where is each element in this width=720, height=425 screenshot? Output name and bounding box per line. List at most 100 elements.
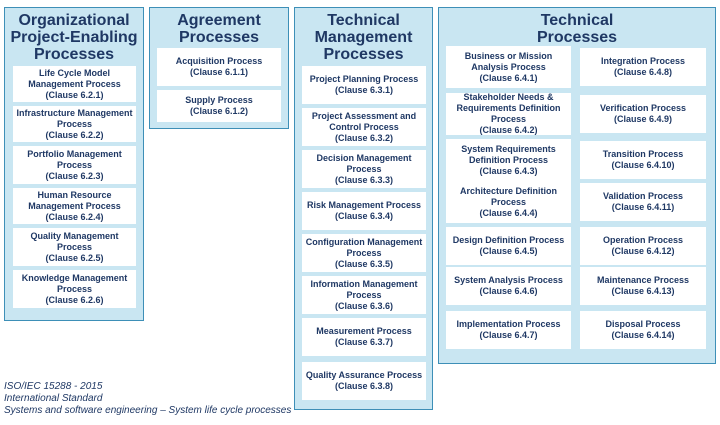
process-clause: (Clause 6.4.7)	[479, 330, 538, 340]
process-clause: (Clause 6.4.13)	[611, 286, 675, 296]
process-clause: (Clause 6.2.5)	[45, 252, 104, 263]
technical-management-processes-group: Technical Management Processes Project P…	[294, 7, 433, 410]
process-box-6-4-10: Transition Process (Clause 6.4.10)	[580, 141, 706, 179]
process-box-6-4-14: Disposal Process (Clause 6.4.14)	[580, 311, 706, 349]
standard-id: ISO/IEC 15288 - 2015	[4, 381, 103, 392]
process-box-6-4-13: Maintenance Process (Clause 6.4.13)	[580, 267, 706, 305]
standard-type: International Standard	[4, 393, 103, 404]
process-name: Transition Process	[602, 149, 684, 159]
process-name: Measurement Process	[316, 326, 412, 336]
process-name: Maintenance Process	[596, 275, 690, 285]
process-name: Quality Assurance Process	[305, 370, 423, 380]
process-name: Knowledge Management Process	[21, 272, 128, 294]
process-name: Supply Process	[185, 95, 253, 105]
process-box-6-4-9: Verification Process (Clause 6.4.9)	[580, 95, 706, 133]
process-clause: (Clause 6.4.1)	[479, 72, 538, 83]
process-box-6-4-1: Business or Mission Analysis Process (Cl…	[446, 46, 571, 88]
process-box-6-2-5: Quality Management Process (Clause 6.2.5…	[13, 228, 136, 266]
process-name: Acquisition Process	[175, 56, 263, 66]
title-line: Project-Enabling	[10, 29, 138, 46]
process-clause: (Clause 6.2.2)	[45, 129, 104, 140]
title-line: Processes	[323, 46, 404, 63]
process-box-6-4-5: Design Definition Process (Clause 6.4.5)	[446, 227, 571, 265]
process-name: System Analysis Process	[454, 275, 563, 285]
process-name: Integration Process	[600, 56, 686, 66]
organizational-project-enabling-group: Organizational Project-Enabling Processe…	[4, 7, 144, 321]
process-name: Configuration Management Process	[305, 236, 423, 258]
process-clause: (Clause 6.4.4)	[479, 207, 538, 218]
process-name: Project Assessment and Control Process	[311, 110, 417, 132]
process-box-6-4-6: System Analysis Process (Clause 6.4.6)	[446, 267, 571, 305]
title-line: Technical	[327, 12, 400, 29]
agreement-processes-group: Agreement Processes Acquisition Process …	[149, 7, 289, 129]
process-clause: (Clause 6.3.8)	[334, 381, 394, 391]
technical-group-title: Technical Processes	[439, 12, 715, 46]
process-name: Disposal Process	[605, 319, 681, 329]
process-box-6-1-1: Acquisition Process (Clause 6.1.1)	[157, 48, 281, 86]
process-box-6-4-11: Validation Process (Clause 6.4.11)	[580, 183, 706, 221]
process-clause: (Clause 6.4.14)	[611, 330, 675, 340]
process-name: System Requirements Definition Process	[461, 143, 556, 165]
process-clause: (Clause 6.4.9)	[613, 114, 673, 124]
process-clause: (Clause 6.4.11)	[611, 202, 675, 212]
process-clause: (Clause 6.1.1)	[189, 67, 249, 77]
process-name: Design Definition Process	[452, 235, 565, 245]
process-clause: (Clause 6.3.4)	[334, 211, 394, 221]
process-clause: (Clause 6.4.8)	[613, 67, 673, 77]
process-box-6-4-3: System Requirements Definition Process (…	[446, 139, 571, 181]
process-box-6-3-6: Information Management Process (Clause 6…	[302, 276, 426, 314]
title-line: Processes	[536, 29, 618, 46]
process-name: Life Cycle Model Management Process	[28, 67, 121, 89]
process-name: Architecture Definition Process	[459, 185, 557, 207]
process-clause: (Clause 6.2.4)	[45, 211, 104, 222]
process-clause: (Clause 6.4.12)	[611, 246, 675, 256]
process-name: Operation Process	[602, 235, 684, 245]
process-box-6-3-1: Project Planning Process (Clause 6.3.1)	[302, 66, 426, 104]
process-name: Information Management Process	[310, 278, 418, 300]
process-box-6-1-2: Supply Process (Clause 6.1.2)	[157, 90, 281, 122]
process-box-6-3-2: Project Assessment and Control Process (…	[302, 108, 426, 146]
process-name: Project Planning Process	[309, 74, 419, 84]
title-line: Processes	[178, 29, 260, 46]
process-clause: (Clause 6.3.2)	[334, 132, 394, 143]
process-clause: (Clause 6.4.6)	[479, 286, 538, 296]
process-clause: (Clause 6.2.1)	[45, 89, 104, 100]
standard-caption: ISO/IEC 15288 - 2015 International Stand…	[4, 381, 291, 417]
process-clause: (Clause 6.4.5)	[479, 246, 538, 256]
process-name: Portfolio Management Process	[27, 148, 122, 170]
technical-processes-group: Technical Processes Business or Mission …	[438, 7, 716, 364]
process-box-6-2-2: Infrastructure Management Process (Claus…	[13, 106, 136, 142]
title-line: Organizational	[18, 12, 130, 29]
process-name: Stakeholder Needs & Requirements Definit…	[456, 92, 561, 124]
process-clause: (Clause 6.2.6)	[45, 294, 104, 305]
title-line: Agreement	[177, 12, 261, 29]
process-name: Risk Management Process	[306, 200, 422, 210]
process-name: Verification Process	[599, 103, 687, 113]
process-clause: (Clause 6.3.1)	[334, 85, 394, 95]
process-box-6-3-8: Quality Assurance Process (Clause 6.3.8)	[302, 362, 426, 400]
title-line: Processes	[33, 46, 115, 63]
title-line: Management	[314, 29, 413, 46]
process-name: Quality Management Process	[30, 230, 119, 252]
organizational-group-title: Organizational Project-Enabling Processe…	[5, 12, 143, 63]
process-clause: (Clause 6.3.3)	[334, 174, 394, 185]
title-line: Technical	[540, 12, 614, 29]
process-box-6-3-7: Measurement Process (Clause 6.3.7)	[302, 318, 426, 356]
process-name: Validation Process	[602, 191, 684, 201]
process-clause: (Clause 6.3.7)	[334, 337, 394, 347]
process-name: Infrastructure Management Process	[16, 107, 133, 129]
agreement-group-title: Agreement Processes	[150, 12, 288, 46]
process-name: Implementation Process	[456, 319, 561, 329]
process-box-6-4-4: Architecture Definition Process (Clause …	[446, 181, 571, 223]
process-clause: (Clause 6.3.6)	[334, 300, 394, 311]
process-box-6-4-8: Integration Process (Clause 6.4.8)	[580, 48, 706, 86]
process-clause: (Clause 6.2.3)	[45, 170, 104, 181]
process-name: Decision Management Process	[316, 152, 412, 174]
technical-management-group-title: Technical Management Processes	[295, 12, 432, 63]
process-box-6-2-3: Portfolio Management Process (Clause 6.2…	[13, 146, 136, 184]
process-clause: (Clause 6.4.10)	[611, 160, 675, 170]
process-box-6-2-1: Life Cycle Model Management Process (Cla…	[13, 66, 136, 102]
process-box-6-4-7: Implementation Process (Clause 6.4.7)	[446, 311, 571, 349]
process-box-6-4-12: Operation Process (Clause 6.4.12)	[580, 227, 706, 265]
process-box-6-3-3: Decision Management Process (Clause 6.3.…	[302, 150, 426, 188]
